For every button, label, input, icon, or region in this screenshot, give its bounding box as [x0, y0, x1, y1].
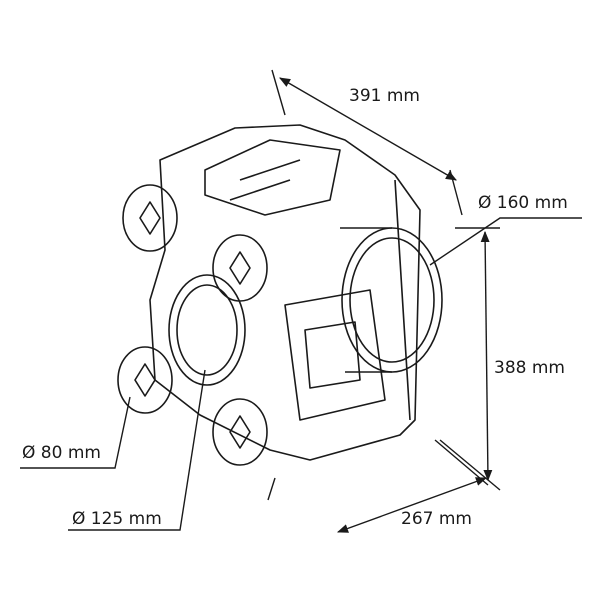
width-dimension-line — [279, 77, 457, 181]
depth-label: 267 mm — [401, 509, 472, 529]
small-ducts — [117, 184, 268, 466]
top-housing — [204, 139, 341, 216]
main-duct-outer — [341, 227, 443, 373]
leader-80 — [20, 396, 131, 469]
front-panel — [284, 289, 386, 421]
height-label: 388 mm — [494, 358, 565, 378]
leader-125 — [68, 369, 206, 531]
leader-160 — [429, 217, 582, 266]
width-label: 391 mm — [349, 86, 420, 106]
main-duct-diameter-label: Ø 160 mm — [478, 193, 568, 213]
medium-duct-diameter-label: Ø 125 mm — [72, 509, 162, 529]
height-dimension-line — [480, 230, 493, 482]
medium-duct — [168, 274, 246, 386]
small-duct-diameter-label: Ø 80 mm — [22, 443, 101, 463]
depth-dimension-line — [336, 477, 488, 533]
